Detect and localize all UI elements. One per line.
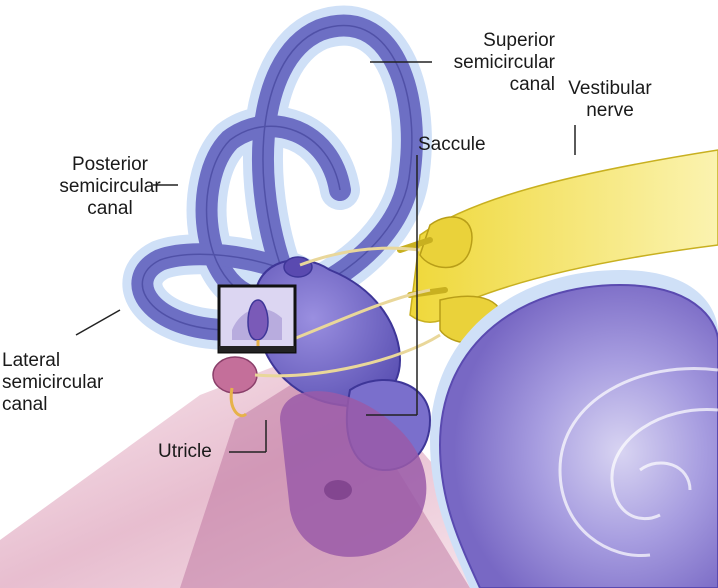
label-line: canal <box>40 198 180 220</box>
label-line: semicircular <box>425 52 555 74</box>
label-saccule: Saccule <box>418 134 486 156</box>
label-line: semicircular <box>2 372 103 394</box>
label-line: canal <box>2 394 103 416</box>
label-line: Superior <box>425 30 555 52</box>
label-vestibular-nerve: Vestibular nerve <box>555 78 665 122</box>
label-utricle: Utricle <box>158 441 212 463</box>
label-line: canal <box>425 74 555 96</box>
label-line: Saccule <box>418 134 486 156</box>
detail-box <box>219 286 295 352</box>
leader-lateral <box>76 310 120 335</box>
label-superior-semicircular-canal: Superior semicircular canal <box>425 30 555 96</box>
label-line: nerve <box>555 100 665 122</box>
label-line: Vestibular <box>555 78 665 100</box>
label-line: Posterior <box>40 154 180 176</box>
label-line: Utricle <box>158 441 212 463</box>
label-posterior-semicircular-canal: Posterior semicircular canal <box>40 154 180 220</box>
label-line: Lateral <box>2 350 103 372</box>
label-line: semicircular <box>40 176 180 198</box>
label-lateral-semicircular-canal: Lateral semicircular canal <box>2 350 103 416</box>
